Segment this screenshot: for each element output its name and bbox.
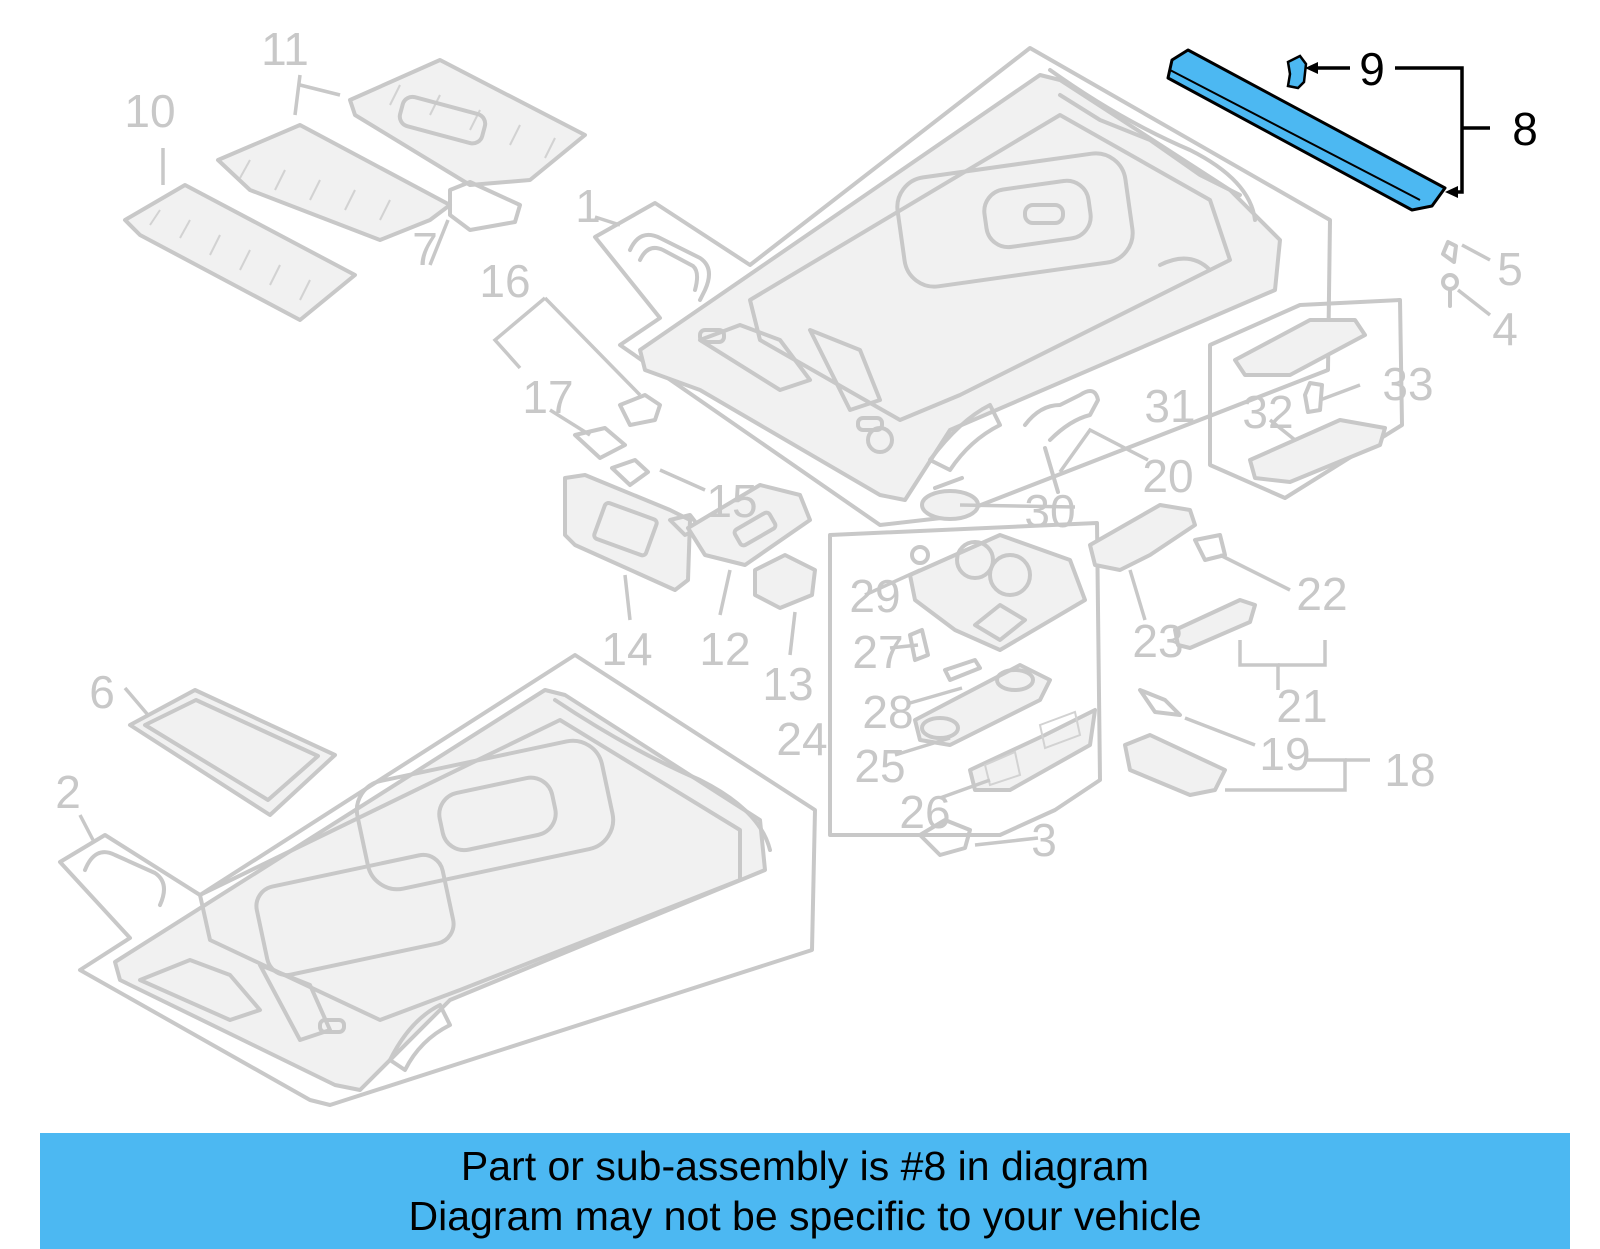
callout-29: 29: [849, 570, 900, 622]
callout-labels: 1 2 3 4 5 6 7 8 9 10 11 12 13 14 15 16 1…: [55, 23, 1538, 866]
insulation-pads: [123, 58, 587, 322]
headliner-lower: [58, 653, 817, 1107]
callout-3: 3: [1031, 814, 1057, 866]
callout-33: 33: [1382, 358, 1433, 410]
callout-10: 10: [124, 85, 175, 137]
callout-27: 27: [852, 626, 903, 678]
callout-15: 15: [706, 475, 757, 527]
callout-26: 26: [899, 786, 950, 838]
box-31-32-33: [1208, 298, 1404, 500]
console-bracket-12: [686, 483, 812, 567]
fasteners-4-5: [1441, 240, 1459, 308]
callout-12: 12: [699, 623, 750, 675]
part-7-bracket: [448, 180, 522, 232]
grab-handle-part-2: [83, 850, 166, 907]
sun-visor-part-14: [563, 473, 692, 592]
part-9-clip: [1286, 54, 1308, 90]
leader-lines: [78, 74, 1492, 847]
callout-1: 1: [575, 180, 601, 232]
grab-handle-20: [1023, 389, 1100, 494]
grab-handle-part-1: [628, 233, 711, 302]
banner-line-disclaimer: Diagram may not be specific to your vehi…: [408, 1193, 1202, 1239]
callout-7: 7: [412, 223, 438, 275]
banner-line-part-number: Part or sub-assembly is #8 in diagram: [460, 1143, 1150, 1189]
leader-lines-highlighted: [1305, 62, 1490, 198]
callout-23: 23: [1132, 615, 1183, 667]
headliner-upper: [593, 46, 1332, 527]
callout-28: 28: [862, 686, 913, 738]
callout-13: 13: [762, 658, 813, 710]
callout-11: 11: [261, 23, 309, 75]
callout-5: 5: [1497, 243, 1523, 295]
lamp-part-30: [920, 476, 980, 521]
small-clips-15-16-17: [573, 393, 702, 537]
callout-16: 16: [479, 255, 530, 307]
part-8-highlighted: [1166, 48, 1447, 212]
overhead-console-24: [828, 521, 1102, 857]
callout-30: 30: [1024, 485, 1075, 537]
callout-9: 9: [1359, 43, 1385, 95]
callout-4: 4: [1492, 303, 1518, 355]
lamp-part-13: [753, 553, 817, 610]
callout-6: 6: [89, 666, 115, 718]
callout-31: 31: [1144, 380, 1195, 432]
part-8-shape: [1166, 48, 1447, 212]
callout-14: 14: [601, 623, 652, 675]
callout-19: 19: [1259, 728, 1310, 780]
callout-21: 21: [1276, 680, 1327, 732]
callout-20: 20: [1142, 450, 1193, 502]
callout-32: 32: [1242, 386, 1293, 438]
callout-24: 24: [776, 713, 827, 765]
callout-18: 18: [1384, 744, 1435, 796]
sunroof-panel-part-6: [128, 688, 337, 817]
callout-8: 8: [1512, 103, 1538, 155]
callout-2: 2: [55, 766, 81, 818]
callout-17: 17: [522, 371, 573, 423]
right-brackets: [1088, 503, 1257, 797]
callout-25: 25: [854, 740, 905, 792]
callout-22: 22: [1296, 568, 1347, 620]
info-banner: Part or sub-assembly is #8 in diagram Di…: [40, 1133, 1570, 1249]
